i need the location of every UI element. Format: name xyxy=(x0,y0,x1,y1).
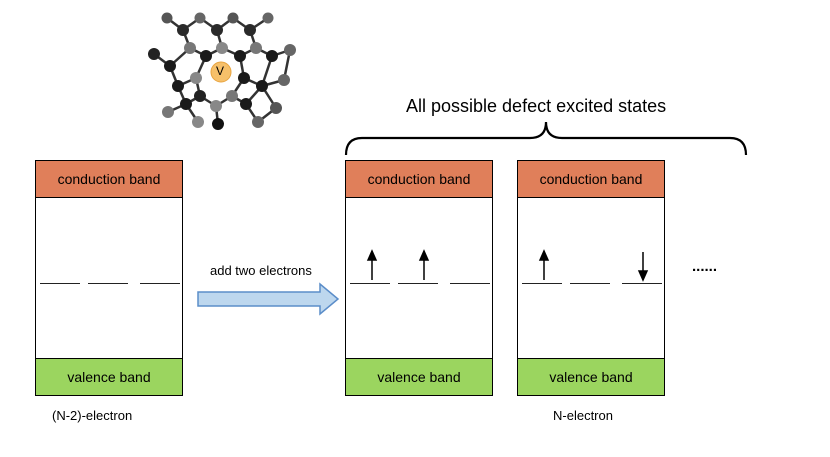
valence-band: valence band xyxy=(518,358,664,395)
defect-level xyxy=(140,283,180,284)
spin-up-arrow xyxy=(538,249,550,280)
defect-level xyxy=(398,283,438,284)
conduction-band: conduction band xyxy=(36,161,182,198)
spin-up-arrow xyxy=(418,249,430,280)
defect-level xyxy=(450,283,490,284)
spin-down-arrow xyxy=(637,252,649,282)
arrow-label: add two electrons xyxy=(210,263,312,278)
vacancy-label: V xyxy=(216,64,225,78)
defect-level xyxy=(570,283,610,284)
conduction-band: conduction band xyxy=(346,161,492,198)
valence-band: valence band xyxy=(36,358,182,395)
right-caption: N-electron xyxy=(553,408,613,423)
ellipsis: ...... xyxy=(692,258,718,275)
bracket-title: All possible defect excited states xyxy=(406,96,667,116)
defect-level xyxy=(40,283,80,284)
panel-excited-state-2: conduction band valence band xyxy=(517,160,665,396)
conduction-band: conduction band xyxy=(518,161,664,198)
spin-up-arrow xyxy=(366,249,378,280)
panel-ground-state: conduction band valence band xyxy=(35,160,183,396)
defect-level xyxy=(88,283,128,284)
defect-level xyxy=(522,283,562,284)
defect-level xyxy=(622,283,662,284)
defect-level xyxy=(350,283,390,284)
panel-excited-state-1: conduction band valence band xyxy=(345,160,493,396)
valence-band: valence band xyxy=(346,358,492,395)
left-caption: (N-2)-electron xyxy=(52,408,133,423)
